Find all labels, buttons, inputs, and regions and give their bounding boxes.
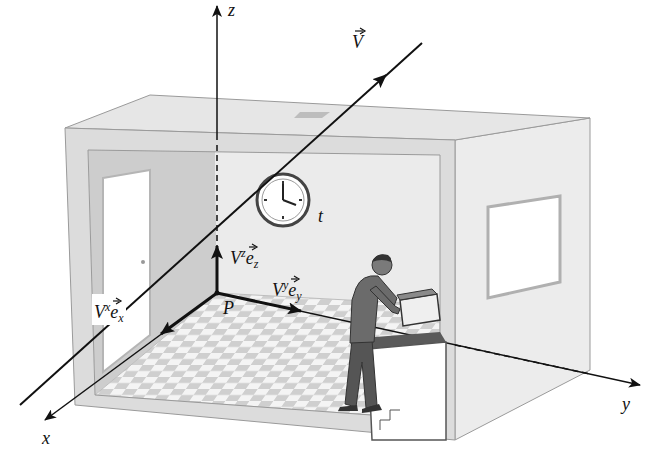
label-group: V <box>350 26 365 52</box>
roof-hole <box>294 112 330 118</box>
label-group: y <box>620 394 632 414</box>
point-label: P <box>223 299 234 317</box>
back-wall <box>215 145 440 305</box>
observer <box>338 254 400 413</box>
vector-accent <box>248 243 258 251</box>
z-component-arrow <box>216 246 219 293</box>
label-group: t <box>316 206 325 226</box>
z-axis-hidden <box>216 145 218 246</box>
clock <box>257 174 309 226</box>
x-axis <box>45 293 217 420</box>
axis-label: z <box>228 1 235 19</box>
y-axis-hidden <box>455 345 590 374</box>
vector-accent <box>354 27 366 35</box>
event-point <box>215 291 220 296</box>
vector-line <box>20 75 386 405</box>
component-index: z <box>241 247 246 259</box>
label-group: x <box>40 428 52 448</box>
basis-vector: e <box>110 303 118 321</box>
vector-accent <box>112 297 122 305</box>
wall-frame <box>65 128 455 440</box>
x-component-arrow <box>161 293 217 334</box>
basis-index: x <box>118 312 123 324</box>
label-group: P <box>221 298 236 318</box>
component-index: x <box>105 301 110 313</box>
label-group: z <box>226 0 237 20</box>
label-group: Vzez <box>228 240 260 271</box>
component-symbol: V <box>230 249 241 267</box>
component-symbol: V <box>94 303 105 321</box>
component-index: y <box>283 279 288 291</box>
label-group: Vyey <box>270 272 304 303</box>
door <box>103 170 150 372</box>
window <box>488 196 560 298</box>
axis-label: y <box>622 395 630 413</box>
vector-accent <box>290 275 300 283</box>
axis-label: x <box>42 429 50 447</box>
vector-label: V <box>352 33 363 51</box>
z-axis <box>216 6 218 140</box>
door-knob <box>141 260 145 264</box>
vector-line <box>380 43 422 81</box>
label-group: Vxex <box>92 294 126 325</box>
side-wall <box>455 118 590 440</box>
basis-index: y <box>296 290 301 302</box>
time-label: t <box>318 207 323 225</box>
basis-index: z <box>254 258 259 270</box>
basis-vector: e <box>246 249 254 267</box>
basis-vector: e <box>288 281 296 299</box>
component-symbol: V <box>272 281 283 299</box>
